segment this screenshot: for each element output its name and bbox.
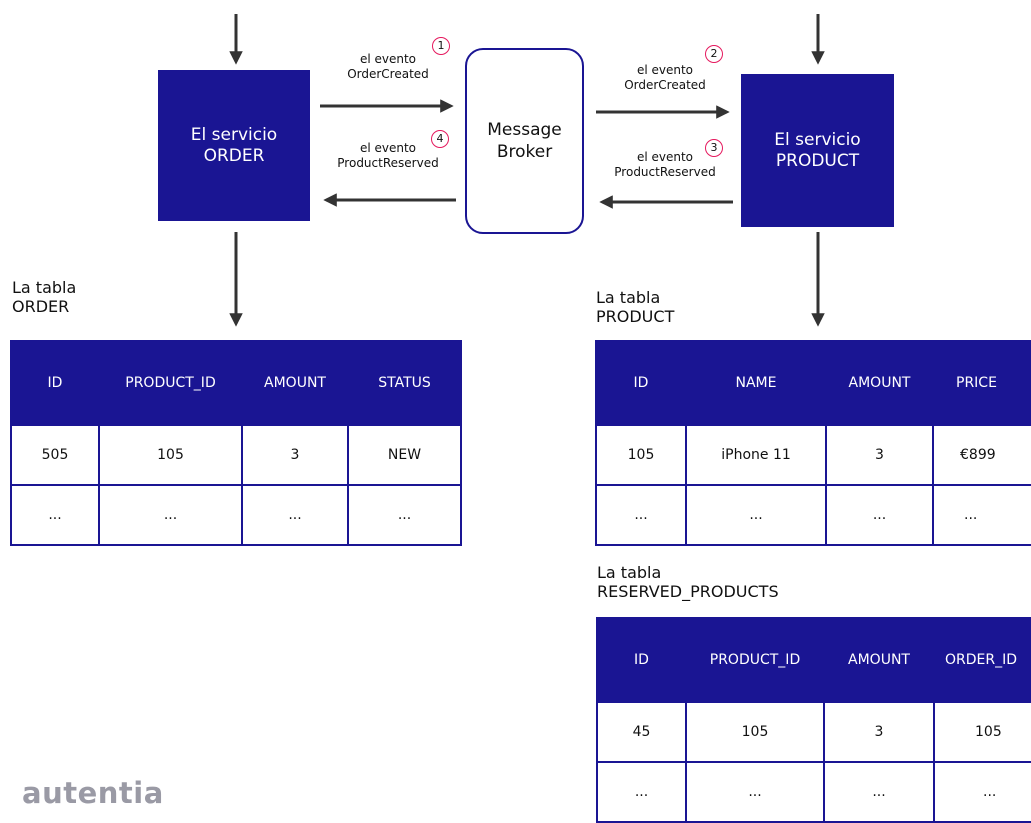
- table-cell: ...: [685, 761, 825, 823]
- message-broker-box: Message Broker: [465, 48, 584, 234]
- column-header: ID: [596, 617, 687, 703]
- table-row: 505 105 3 NEW: [10, 424, 462, 486]
- table-cell: ...: [98, 484, 243, 546]
- event-2-label: el evento OrderCreated: [600, 63, 730, 93]
- event-2-line2: OrderCreated: [624, 78, 706, 92]
- table-header-row: ID NAME AMOUNT PRICE: [595, 340, 1031, 426]
- table-row: 105 iPhone 11 3 €899: [595, 424, 1031, 486]
- table-cell: ...: [596, 761, 687, 823]
- column-header: AMOUNT: [241, 340, 349, 426]
- broker-line1: Message: [487, 120, 562, 140]
- column-header: STATUS: [347, 340, 462, 426]
- table-cell: ...: [933, 761, 1031, 823]
- table-cell: 3: [241, 424, 349, 486]
- table-cell: 3: [823, 701, 935, 763]
- step-badge-2: 2: [705, 45, 723, 63]
- table-cell: 105: [595, 424, 687, 486]
- event-1-label: el evento OrderCreated: [322, 52, 454, 82]
- step-badge-3: 3: [705, 139, 723, 157]
- reserved-table-label-line2: RESERVED_PRODUCTS: [597, 582, 779, 601]
- table-cell: 3: [825, 424, 934, 486]
- column-header: PRODUCT_ID: [685, 617, 825, 703]
- column-header: AMOUNT: [825, 340, 934, 426]
- event-4-line2: ProductReserved: [337, 156, 439, 170]
- table-cell: ...: [347, 484, 462, 546]
- table-row: 45 105 3 105: [596, 701, 1031, 763]
- autentia-logo: autentia: [22, 776, 164, 810]
- event-1-line2: OrderCreated: [347, 67, 429, 81]
- product-table: ID NAME AMOUNT PRICE 105 iPhone 11 3 €89…: [595, 340, 1031, 546]
- column-header: PRICE: [932, 340, 1031, 426]
- table-cell: 105: [98, 424, 243, 486]
- table-cell: ...: [241, 484, 349, 546]
- column-header: AMOUNT: [823, 617, 935, 703]
- product-table-label: La tabla PRODUCT: [596, 288, 674, 326]
- column-header: ORDER_ID: [933, 617, 1031, 703]
- table-row: ... ... ... ...: [596, 761, 1031, 823]
- broker-line2: Broker: [496, 142, 553, 162]
- table-cell: ...: [595, 484, 687, 546]
- table-cell: ...: [932, 484, 1031, 546]
- table-cell: 505: [10, 424, 100, 486]
- event-2-line1: el evento: [636, 63, 694, 77]
- step-badge-1: 1: [432, 37, 450, 55]
- order-service-line1: El servicio: [190, 124, 278, 145]
- reserved-table-label-line1: La tabla: [597, 563, 662, 582]
- table-cell: ...: [823, 761, 935, 823]
- step-badge-4: 4: [431, 130, 449, 148]
- table-cell: iPhone 11: [685, 424, 827, 486]
- table-cell: €899: [932, 424, 1031, 486]
- reserved-products-table: ID PRODUCT_ID AMOUNT ORDER_ID 45 105 3 1…: [596, 617, 1031, 823]
- product-service-box: El servicio PRODUCT: [741, 74, 894, 227]
- event-1-line1: el evento: [359, 52, 417, 66]
- product-service-line1: El servicio: [774, 129, 861, 150]
- column-header: NAME: [685, 340, 827, 426]
- event-4-line1: el evento: [359, 141, 417, 155]
- table-row: ... ... ... ...: [595, 484, 1031, 546]
- table-cell: ...: [10, 484, 100, 546]
- order-table: ID PRODUCT_ID AMOUNT STATUS 505 105 3 NE…: [10, 340, 462, 546]
- product-service-line2: PRODUCT: [775, 150, 860, 171]
- table-cell: 45: [596, 701, 687, 763]
- column-header: PRODUCT_ID: [98, 340, 243, 426]
- table-cell: ...: [685, 484, 827, 546]
- order-service-box: El servicio ORDER: [158, 70, 310, 221]
- table-cell: 105: [933, 701, 1031, 763]
- order-table-label-line2: ORDER: [12, 297, 70, 316]
- event-3-line2: ProductReserved: [614, 165, 716, 179]
- column-header: ID: [595, 340, 687, 426]
- table-header-row: ID PRODUCT_ID AMOUNT ORDER_ID: [596, 617, 1031, 703]
- order-table-label: La tabla ORDER: [12, 278, 76, 316]
- column-header: ID: [10, 340, 100, 426]
- product-table-label-line1: La tabla: [596, 288, 661, 307]
- table-header-row: ID PRODUCT_ID AMOUNT STATUS: [10, 340, 462, 426]
- table-cell: 105: [685, 701, 825, 763]
- order-service-line2: ORDER: [203, 145, 265, 166]
- event-3-label: el evento ProductReserved: [598, 150, 732, 180]
- product-table-label-line2: PRODUCT: [596, 307, 675, 326]
- table-cell: ...: [825, 484, 934, 546]
- reserved-table-label: La tabla RESERVED_PRODUCTS: [597, 563, 779, 601]
- event-3-line1: el evento: [636, 150, 694, 164]
- table-row: ... ... ... ...: [10, 484, 462, 546]
- event-4-label: el evento ProductReserved: [320, 141, 456, 171]
- table-cell: NEW: [347, 424, 462, 486]
- order-table-label-line1: La tabla: [12, 278, 77, 297]
